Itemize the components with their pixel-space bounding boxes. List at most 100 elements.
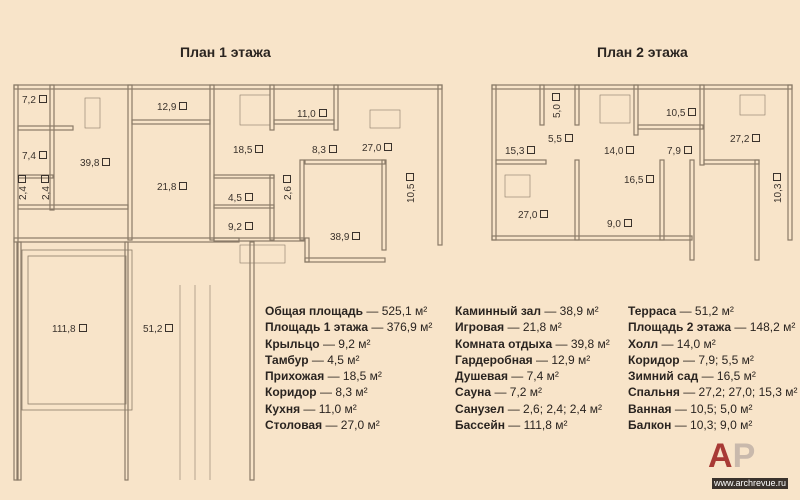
room-area-bath-1: 10,5 xyxy=(666,108,696,119)
room-area-playroom: 21,8 xyxy=(157,182,187,193)
legend-room-area: — 39,8 м² xyxy=(555,336,610,351)
archrevue-logo: АР xyxy=(708,437,756,475)
legend-room-area: — 27,2; 27,0; 15,3 м² xyxy=(683,385,798,400)
legend-room-name: Тамбур xyxy=(265,352,309,367)
legend-room-area: — 11,0 м² xyxy=(303,401,357,416)
room-area-bedroom-2: 27,0 xyxy=(518,210,548,221)
room-area-vestibule: 4,5 xyxy=(228,193,253,204)
legend-room-area: — 38,9 м² xyxy=(544,304,599,318)
room-area-balcony-1: 10,5 xyxy=(406,173,417,203)
legend-room-name: Кухня xyxy=(265,401,301,416)
legend-room-area: — 7,4 м² xyxy=(511,369,559,384)
legend-item: Столовая — 27,0 м² xyxy=(265,417,432,433)
legend-room-area: — 21,8 м² xyxy=(507,320,562,335)
room-area-wc-3: 2,4 xyxy=(41,175,52,200)
legend-item: Бассейн — 111,8 м² xyxy=(455,417,610,433)
room-area-corridor-1: 7,9 xyxy=(667,146,692,157)
legend-room-area: — 10,3; 9,0 м² xyxy=(674,418,753,433)
room-area-wc-2: 2,4 xyxy=(18,175,29,200)
room-area-corridor-2: 5,5 xyxy=(548,134,573,145)
room-area-winter-garden: 16,5 xyxy=(624,175,654,186)
room-area-wc-1: 2,6 xyxy=(283,175,294,200)
legend-room-name: Зимний сад xyxy=(628,369,699,384)
room-area-kitchen: 11,0 xyxy=(297,109,327,120)
legend-item: Прихожая — 18,5 м² xyxy=(265,368,432,384)
legend-room-area: — 7,2 м² xyxy=(494,385,543,400)
legend-room-name: Коридор xyxy=(265,385,317,400)
legend-item: Коридор — 7,9; 5,5 м² xyxy=(628,352,798,368)
legend-column-2: Каминный зал — 38,9 м² Игровая — 21,8 м²… xyxy=(455,303,610,433)
legend-item: Ванная — 10,5; 5,0 м² xyxy=(628,401,798,417)
legend-item: Спальня — 27,2; 27,0; 15,3 м² xyxy=(628,384,798,400)
legend-room-area: — 2,6; 2,4; 2,4 м² xyxy=(507,401,602,416)
legend-room-name: Комната отдыха xyxy=(455,336,553,351)
room-area-corridor: 8,3 xyxy=(312,145,337,156)
legend-room-name: Бассейн xyxy=(455,418,505,433)
legend-room-area: — 8,3 м² xyxy=(319,385,368,400)
room-area-fireplace-hall: 38,9 xyxy=(330,232,360,243)
room-area-bedroom-3: 15,3 xyxy=(505,146,535,157)
legend-room-area: — 10,5; 5,0 м² xyxy=(674,401,753,416)
legend-room-area: — 148,2 м² xyxy=(734,320,796,335)
legend-item: Душевая — 7,4 м² xyxy=(455,368,610,384)
legend-item: Санузел — 2,6; 2,4; 2,4 м² xyxy=(455,401,610,417)
plan-1-title: План 1 этажа xyxy=(180,44,271,60)
legend-room-area: — 12,9 м² xyxy=(535,352,591,367)
legend-room-area: — 9,2 м² xyxy=(322,336,371,351)
legend-room-name: Спальня xyxy=(628,385,680,400)
room-area-pool: 111,8 xyxy=(52,324,87,335)
room-area-sauna: 7,2 xyxy=(22,95,47,106)
legend-room-name: Сауна xyxy=(455,385,492,400)
legend-room-name: Площадь 1 этажа xyxy=(265,320,369,335)
legend-room-area: — 18,5 м² xyxy=(327,369,382,384)
legend-room-area: — 111,8 м² xyxy=(508,418,568,433)
legend-item: Площадь 1 этажа — 376,9 м² xyxy=(265,319,432,335)
legend-room-name: Прихожая xyxy=(265,369,325,384)
legend-item: Терраса — 51,2 м² xyxy=(628,303,798,319)
room-area-hall: 18,5 xyxy=(233,145,263,156)
room-area-bedroom-1: 27,2 xyxy=(730,134,760,145)
room-area-rest-room: 39,8 xyxy=(80,158,110,169)
legend-item: Крыльцо — 9,2 м² xyxy=(265,336,432,352)
legend-room-name: Площадь 2 этажа xyxy=(628,320,732,335)
legend-item: Кухня — 11,0 м² xyxy=(265,401,432,417)
legend-room-name: Холл xyxy=(628,336,659,351)
room-area-hall-2: 14,0 xyxy=(604,146,634,157)
legend-item: Гардеробная — 12,9 м² xyxy=(455,352,610,368)
legend-room-name: Балкон xyxy=(628,418,672,433)
legend-room-name: Коридор xyxy=(628,352,680,367)
legend-room-area: — 7,9; 5,5 м² xyxy=(682,352,754,367)
legend-room-area: — 14,0 м² xyxy=(661,336,716,351)
legend-room-area: — 27,0 м² xyxy=(325,418,380,433)
legend-room-name: Терраса xyxy=(628,304,677,318)
room-area-terrace: 51,2 xyxy=(143,324,173,335)
legend-room-name: Игровая xyxy=(455,320,505,335)
legend-item: Тамбур — 4,5 м² xyxy=(265,352,432,368)
legend-room-name: Санузел xyxy=(455,401,505,416)
plan-2-title: План 2 этажа xyxy=(597,44,688,60)
legend-room-name: Ванная xyxy=(628,401,672,416)
legend-room-name: Каминный зал xyxy=(455,304,541,318)
legend-column-3: Терраса — 51,2 м² Площадь 2 этажа — 148,… xyxy=(628,303,798,433)
legend-item: Холл — 14,0 м² xyxy=(628,336,798,352)
legend-item: Игровая — 21,8 м² xyxy=(455,319,610,335)
room-area-shower: 7,4 xyxy=(22,151,47,162)
room-area-bath-2: 5,0 xyxy=(552,93,563,118)
legend-room-name: Общая площадь xyxy=(265,304,364,318)
site-url: www.archrevue.ru xyxy=(712,478,789,489)
legend-item: Зимний сад — 16,5 м² xyxy=(628,368,798,384)
legend-room-area: — 525,1 м² xyxy=(366,304,428,318)
legend-room-name: Крыльцо xyxy=(265,336,320,351)
legend-item: Общая площадь — 525,1 м² xyxy=(265,303,432,319)
legend-item: Коридор — 8,3 м² xyxy=(265,384,432,400)
room-area-balcony-2: 10,3 xyxy=(773,173,784,203)
legend-item: Комната отдыха — 39,8 м² xyxy=(455,336,610,352)
legend-room-area: — 376,9 м² xyxy=(371,320,433,335)
room-area-balcony-3: 9,0 xyxy=(607,219,632,230)
legend-item: Балкон — 10,3; 9,0 м² xyxy=(628,417,798,433)
legend-room-area: — 16,5 м² xyxy=(701,369,756,384)
legend-room-name: Столовая xyxy=(265,418,323,433)
room-area-dining: 27,0 xyxy=(362,143,392,154)
legend-room-area: — 4,5 м² xyxy=(311,352,360,367)
